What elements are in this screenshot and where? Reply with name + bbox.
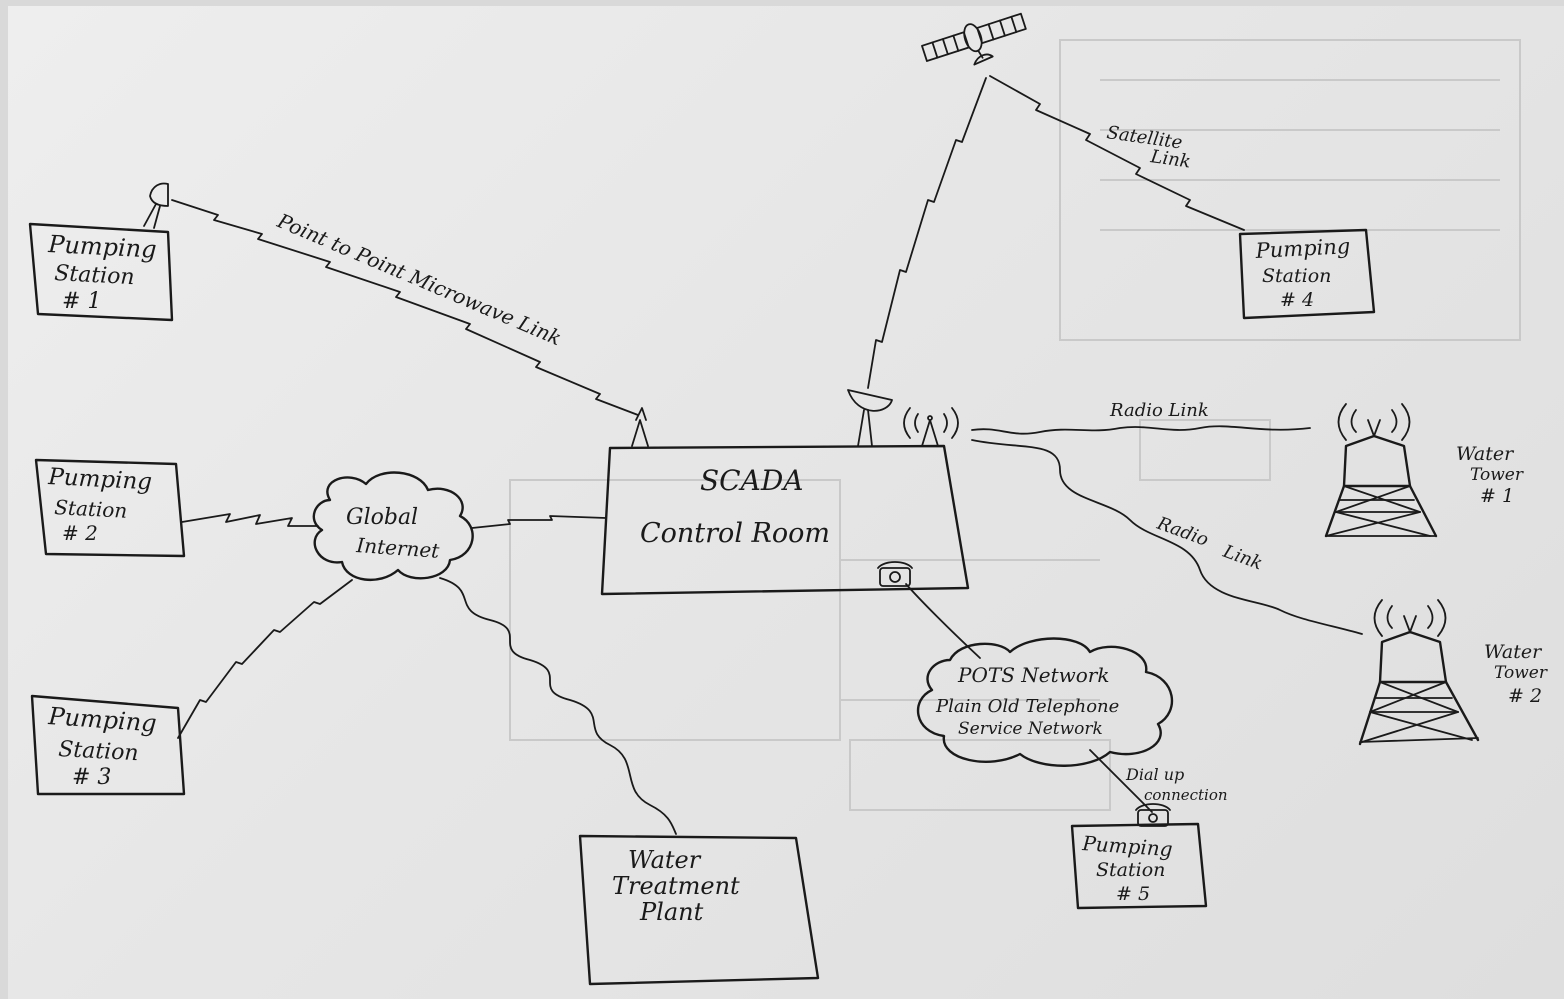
ps5-label-line2: Station (1096, 859, 1165, 881)
radio-antenna-icon (903, 407, 959, 447)
pumping-station-1[interactable]: Pumping Station # 1 (28, 182, 174, 322)
satellite-uplink-line (867, 77, 987, 389)
dialup-label-line1: Dial up (1125, 765, 1184, 784)
water-tower-icon (1324, 403, 1438, 538)
ps3-label-line1: Pumping (47, 702, 158, 738)
ps3-internet-line (177, 579, 353, 739)
tower2-label-line3: # 2 (1508, 685, 1542, 707)
radio-link-2-line (971, 439, 1363, 635)
internet-wtp-line (439, 577, 677, 835)
wtp-label-line2: Treatment (612, 872, 740, 900)
ps4-label-line2: Station (1262, 265, 1331, 287)
radio-link-2-label-line1: Radio (1153, 513, 1211, 551)
microwave-link-line (171, 199, 639, 416)
pots-label-line1: POTS Network (957, 663, 1109, 687)
ps2-label-line3: # 2 (62, 521, 98, 545)
telephone-icon (1135, 803, 1171, 827)
ps1-label-line2: Station (54, 261, 136, 290)
global-internet-cloud[interactable]: Global Internet (312, 471, 474, 582)
pots-network-cloud[interactable]: POTS Network Plain Old Telephone Service… (916, 637, 1174, 767)
pumping-station-3[interactable]: Pumping Station # 3 (30, 694, 186, 796)
satellite-icon (921, 12, 1027, 66)
satellite-dish-icon (847, 389, 893, 447)
tower1-label-line1: Water (1456, 443, 1515, 465)
ps1-label-line1: Pumping (47, 230, 158, 264)
water-treatment-plant[interactable]: Water Treatment Plant (578, 834, 820, 986)
pumping-station-5[interactable]: Pumping Station # 5 (1070, 803, 1208, 910)
ps4-label-line1: Pumping (1254, 234, 1351, 263)
pots-label-line3: Service Network (958, 719, 1103, 739)
ps5-label-line1: Pumping (1081, 831, 1174, 861)
internet-label-line2: Internet (355, 533, 441, 563)
pumping-station-2[interactable]: Pumping Station # 2 (34, 458, 186, 558)
internet-scada-line (471, 515, 607, 529)
wtp-label-line3: Plant (639, 898, 704, 926)
ps5-label-line3: # 5 (1116, 883, 1150, 905)
radio-link-1-line (971, 425, 1311, 435)
radio-link-2-label-line2: Link (1219, 541, 1265, 575)
tower2-label-line1: Water (1484, 641, 1543, 663)
scada-subtitle: Control Room (640, 518, 830, 549)
ps2-label-line2: Station (54, 495, 128, 523)
dialup-label-line2: connection (1144, 786, 1228, 804)
tower2-label-line2: Tower (1494, 663, 1548, 683)
tower1-label-line3: # 1 (1480, 485, 1514, 507)
wtp-label-line1: Water (628, 846, 702, 874)
water-tower-2[interactable]: Water Tower # 2 (1358, 599, 1548, 746)
ps2-internet-line (181, 513, 319, 527)
background-bleed-through (509, 39, 1521, 811)
pumping-station-4[interactable]: Pumping Station # 4 (1238, 228, 1376, 320)
ps3-label-line2: Station (58, 737, 140, 766)
pots-label-line2: Plain Old Telephone (935, 696, 1119, 717)
internet-label-line1: Global (346, 505, 418, 530)
ps4-label-line3: # 4 (1280, 289, 1314, 311)
satellite-downlink-line (989, 75, 1245, 231)
microwave-link-label: Point to Point Microwave Link (273, 208, 565, 350)
microwave-dish-icon (143, 182, 169, 229)
microwave-antenna-icon (631, 407, 649, 447)
satellite-link-label-line2: Link (1148, 146, 1192, 173)
telephone-icon (877, 561, 913, 587)
scada-control-room[interactable]: SCADA Control Room (600, 389, 970, 596)
radio-link-1-label: Radio Link (1109, 400, 1209, 421)
water-tower-icon (1358, 599, 1480, 746)
ps2-label-line1: Pumping (47, 464, 153, 495)
water-tower-1[interactable]: Water Tower # 1 (1324, 403, 1524, 538)
paper-background (8, 6, 1564, 999)
tower1-label-line2: Tower (1470, 465, 1524, 485)
scada-title: SCADA (700, 464, 804, 497)
ps1-label-line3: # 1 (62, 289, 101, 314)
connections (171, 75, 1363, 835)
ps3-label-line3: # 3 (72, 765, 111, 790)
